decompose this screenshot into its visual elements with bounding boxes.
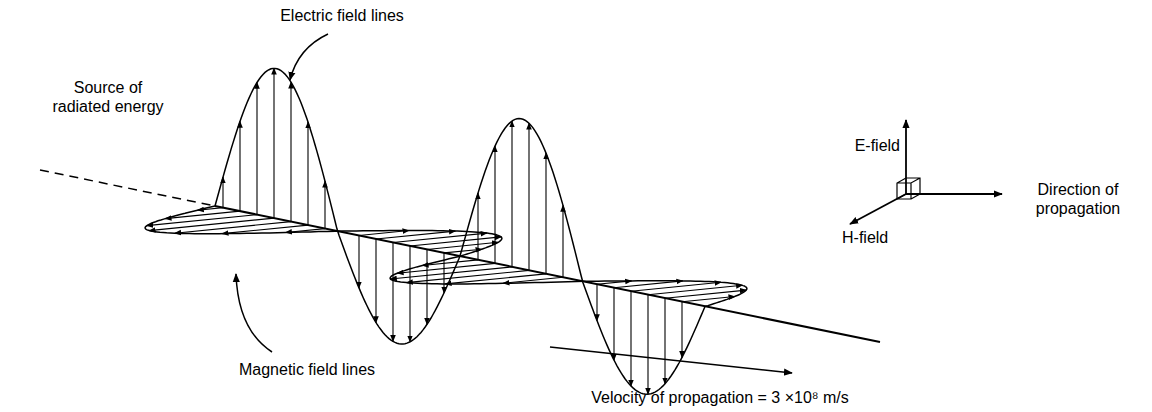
field-vector: [290, 82, 291, 221]
wave-envelope: [145, 206, 747, 306]
field-vector: [147, 215, 257, 226]
field-vector: [410, 237, 501, 246]
field-vector: [407, 270, 530, 282]
field-vector: [477, 193, 478, 260]
field-vector: [545, 153, 546, 274]
field-vector: [397, 263, 495, 273]
field-vector: [256, 83, 257, 215]
propagation-axis: [215, 206, 880, 342]
field-vector: [422, 260, 478, 266]
velocity-label: Velocity of propagation = 3 ×10⁸ m/s: [560, 388, 880, 407]
field-vector: [444, 249, 482, 253]
field-vector: [511, 121, 512, 267]
field-vector: [359, 231, 409, 236]
field-vector: [393, 233, 487, 242]
field-vector: [631, 282, 721, 291]
field-vector: [647, 295, 648, 394]
field-vector: [198, 208, 224, 211]
leader-arrow: [236, 274, 272, 352]
field-vector: [528, 123, 529, 270]
field-vector: [613, 288, 614, 360]
wave-envelope: [215, 68, 705, 394]
field-vector: [375, 239, 376, 323]
field-vector: [392, 243, 393, 342]
axis-label: Direction of propagation: [1012, 180, 1144, 218]
field-vector: [681, 302, 682, 358]
callout-label: Electric field lines: [262, 6, 422, 25]
field-vector: [358, 236, 359, 288]
field-vector: [307, 122, 308, 225]
callout-label: Magnetic field lines: [222, 360, 392, 379]
axis-label: H-field: [842, 228, 912, 247]
field-vector: [494, 146, 495, 263]
field-vector: [149, 218, 274, 231]
field-vector: [597, 281, 632, 284]
field-vector: [239, 121, 240, 211]
source-dashed-line: [40, 170, 215, 206]
field-vector: [445, 274, 546, 284]
callout-label: Source of radiated energy: [52, 78, 164, 116]
field-vector: [175, 222, 291, 234]
field-vector: [324, 181, 325, 228]
field-vector: [562, 205, 563, 277]
leader-arrow: [290, 34, 328, 80]
field-vector: [222, 225, 308, 234]
axes-symbol: [850, 120, 1002, 224]
field-vector: [409, 246, 410, 342]
field-vector: [426, 250, 427, 325]
field-vector: [648, 285, 742, 295]
field-vector: [630, 291, 631, 386]
field-vector: [443, 253, 444, 293]
velocity-arrow: [550, 347, 792, 373]
field-vector: [273, 68, 274, 218]
field-vector: [682, 297, 735, 302]
field-waves: [145, 68, 747, 394]
field-vector: [664, 298, 665, 384]
field-vector: [222, 177, 223, 208]
field-vector: [596, 284, 597, 320]
axis-label: E-field: [842, 136, 900, 155]
field-vector: [503, 277, 563, 283]
field-vector: [286, 229, 325, 233]
